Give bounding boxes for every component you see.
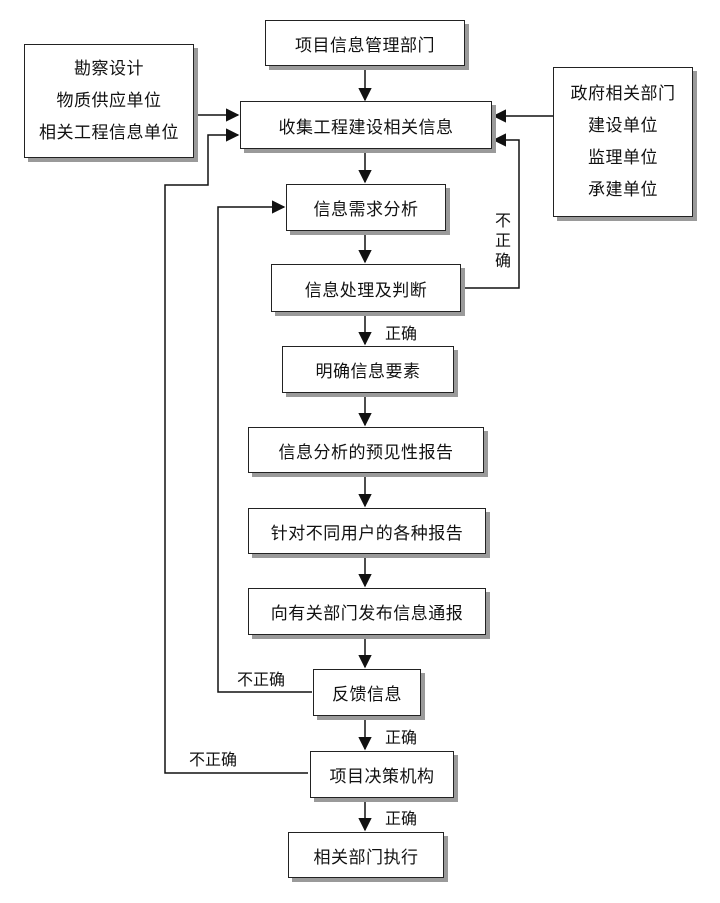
box-decision-body: 项目决策机构: [310, 751, 454, 798]
arrow-process-incorrect-loop: [462, 133, 520, 289]
box-process-judge: 信息处理及判断: [271, 264, 461, 312]
box-user-reports: 针对不同用户的各种报告: [248, 508, 486, 554]
label-correct-decision: 正确: [385, 809, 418, 828]
label-incorrect-feedback: 不正确: [237, 670, 286, 689]
right-source-owner: 建设单位: [588, 116, 658, 136]
vertical-char-3: 确: [494, 251, 511, 270]
box-define-elements: 明确信息要素: [282, 346, 454, 393]
left-sources-box: 勘察设计 物质供应单位 相关工程信息单位: [24, 44, 194, 158]
label-correct-feedback: 正确: [385, 728, 418, 747]
box-collect-info: 收集工程建设相关信息: [240, 101, 492, 149]
box-execute: 相关部门执行: [288, 832, 444, 878]
vertical-char-1: 不: [494, 211, 511, 230]
arrow-decision-incorrect-loop: [164, 128, 308, 774]
right-source-government: 政府相关部门: [570, 84, 676, 104]
left-source-related: 相关工程信息单位: [39, 123, 179, 143]
label-incorrect-decision: 不正确: [189, 750, 238, 769]
right-source-contractor: 承建单位: [588, 180, 658, 200]
box-feedback: 反馈信息: [313, 669, 421, 716]
left-source-survey: 勘察设计: [74, 59, 144, 79]
label-incorrect-process-vertical: 不 正 确: [494, 211, 512, 271]
arrow-feedback-incorrect-loop: [217, 200, 312, 693]
box-forecast-report: 信息分析的预见性报告: [248, 427, 484, 473]
right-source-supervisor: 监理单位: [588, 148, 658, 168]
right-sources-box: 政府相关部门 建设单位 监理单位 承建单位: [553, 67, 693, 217]
box-publish-bulletin: 向有关部门发布信息通报: [248, 588, 486, 635]
left-source-supply: 物质供应单位: [56, 91, 162, 111]
box-info-dept: 项目信息管理部门: [265, 20, 465, 66]
vertical-char-2: 正: [494, 231, 511, 250]
label-correct-process: 正确: [385, 324, 418, 343]
box-demand-analysis: 信息需求分析: [286, 184, 446, 231]
